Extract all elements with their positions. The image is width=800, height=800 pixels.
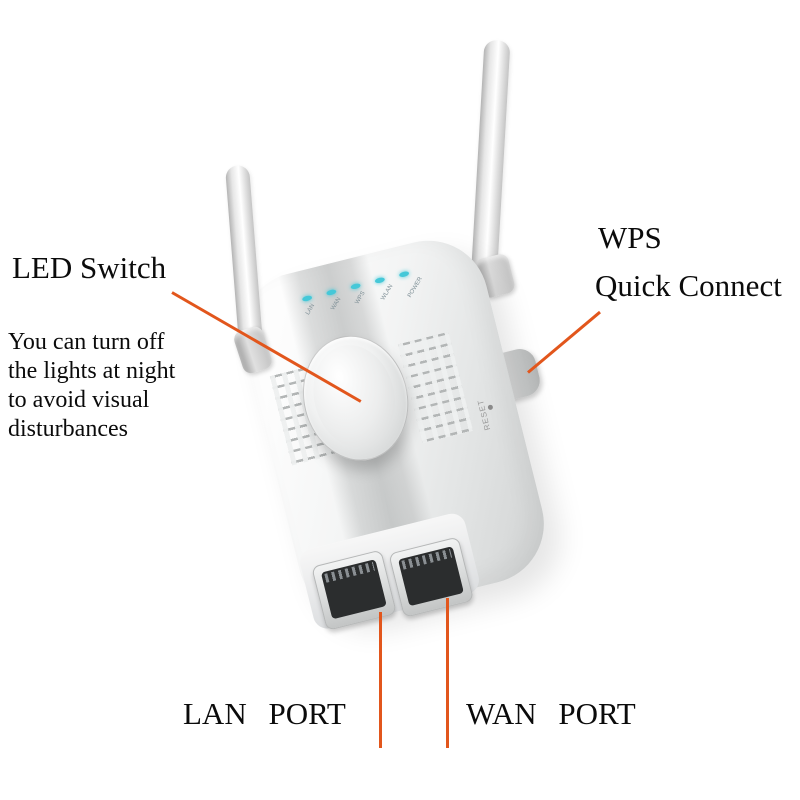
led-dot bbox=[325, 288, 337, 297]
description-line: to avoid visual bbox=[8, 387, 150, 413]
led-switch-description: You can turn off the lights at night to … bbox=[8, 328, 175, 444]
reset-hole bbox=[487, 404, 494, 411]
lan-port-pins bbox=[324, 561, 375, 583]
description-line: You can turn off bbox=[8, 329, 165, 355]
led-label: WLAN bbox=[380, 283, 395, 302]
led-dot bbox=[301, 294, 313, 303]
description-line: the lights at night bbox=[8, 358, 176, 384]
wan-port-opening bbox=[398, 546, 464, 607]
led-label: POWER bbox=[407, 276, 424, 299]
leader-line-wps bbox=[527, 310, 601, 374]
lan-port-opening bbox=[320, 559, 387, 620]
led-wlan: WLAN bbox=[374, 276, 395, 310]
wan-port-pins bbox=[401, 548, 453, 570]
led-dot bbox=[398, 270, 410, 278]
led-switch-label: LED Switch bbox=[12, 250, 167, 285]
leader-line-wan-port bbox=[446, 598, 449, 748]
led-dot bbox=[350, 282, 362, 290]
reset-label: RESET bbox=[475, 398, 493, 432]
leader-line-lan-port bbox=[379, 612, 382, 748]
led-dot bbox=[374, 276, 386, 284]
led-label: WPS bbox=[354, 290, 367, 306]
led-wps: WPS bbox=[350, 282, 369, 316]
led-label: WAN bbox=[330, 296, 343, 312]
wan-port-label: WAN PORT bbox=[466, 696, 636, 731]
led-label: LAN bbox=[305, 303, 317, 317]
led-wan: WAN bbox=[325, 288, 345, 322]
lan-port-label: LAN PORT bbox=[183, 696, 346, 731]
wps-sublabel: Quick Connect bbox=[595, 268, 782, 303]
description-line: disturbances bbox=[8, 416, 128, 442]
led-power: POWER bbox=[398, 270, 424, 304]
wps-label: WPS bbox=[598, 220, 662, 255]
